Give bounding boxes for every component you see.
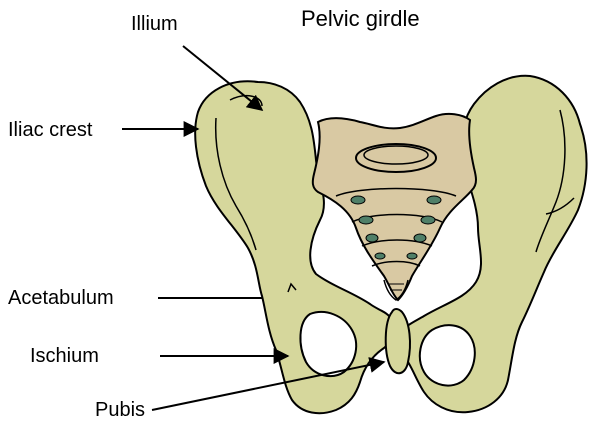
pubis-arrow bbox=[151, 357, 386, 411]
pubic-symphysis bbox=[384, 308, 411, 375]
label-pubis: Pubis bbox=[95, 399, 146, 421]
sacrum bbox=[311, 112, 477, 302]
illium-arrow bbox=[182, 45, 264, 112]
sacral-body bbox=[355, 143, 437, 173]
label-iliac-crest: Iliac crest bbox=[8, 119, 93, 141]
sacral-foramina bbox=[350, 195, 442, 260]
label-illium: Illium bbox=[131, 13, 178, 35]
label-acetabulum: Acetabulum bbox=[8, 287, 114, 309]
label-ischium: Ischium bbox=[30, 345, 99, 367]
left-obturator-foramen bbox=[299, 311, 358, 378]
right-obturator-foramen bbox=[418, 324, 476, 387]
diagram-title: Pelvic girdle bbox=[301, 6, 420, 31]
coccyx bbox=[383, 279, 409, 301]
